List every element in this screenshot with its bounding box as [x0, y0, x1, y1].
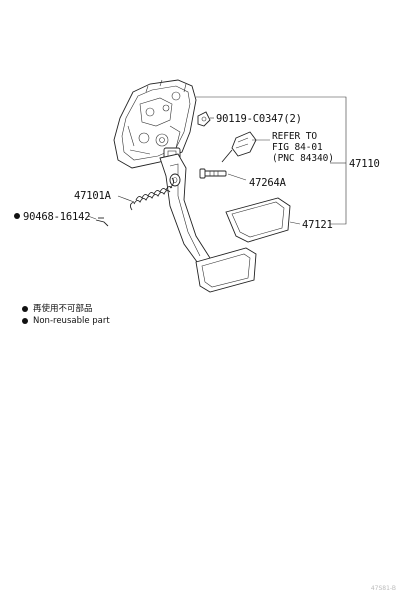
legend-text-en: Non-reusable part [33, 316, 110, 326]
return-spring [129, 177, 175, 211]
diagram-code: 47S81-B [370, 585, 396, 592]
label-fig: FIG 84-01 [272, 142, 323, 153]
legend-text-jp: 再使用不可部品 [33, 304, 93, 314]
clip-part [95, 217, 109, 227]
pedal-bracket [113, 79, 211, 169]
legend: 再使用不可部品 Non-reusable part [22, 303, 110, 327]
label-refer-to: REFER TO [272, 131, 317, 142]
label-90468: 90468-16142 [23, 211, 90, 223]
legend-row-jp: 再使用不可部品 [22, 303, 110, 315]
legend-row-en: Non-reusable part [22, 315, 110, 327]
label-90119: 90119-C0347(2) [216, 113, 302, 125]
leader-lines [87, 96, 347, 225]
bullet-icon [22, 306, 28, 312]
label-47121: 47121 [302, 219, 333, 231]
label-47101A: 47101A [74, 190, 112, 202]
pedal-pad-47121 [225, 197, 291, 243]
label-47264A: 47264A [249, 177, 287, 189]
bullet-icon [22, 318, 28, 324]
non-reusable-marker-icon [14, 213, 20, 219]
pedal-pin [199, 168, 227, 179]
label-47110: 47110 [349, 158, 380, 170]
label-pnc: (PNC 84340) [272, 153, 334, 164]
pedal-pad-lower [195, 247, 257, 293]
switch-connector [221, 131, 257, 163]
